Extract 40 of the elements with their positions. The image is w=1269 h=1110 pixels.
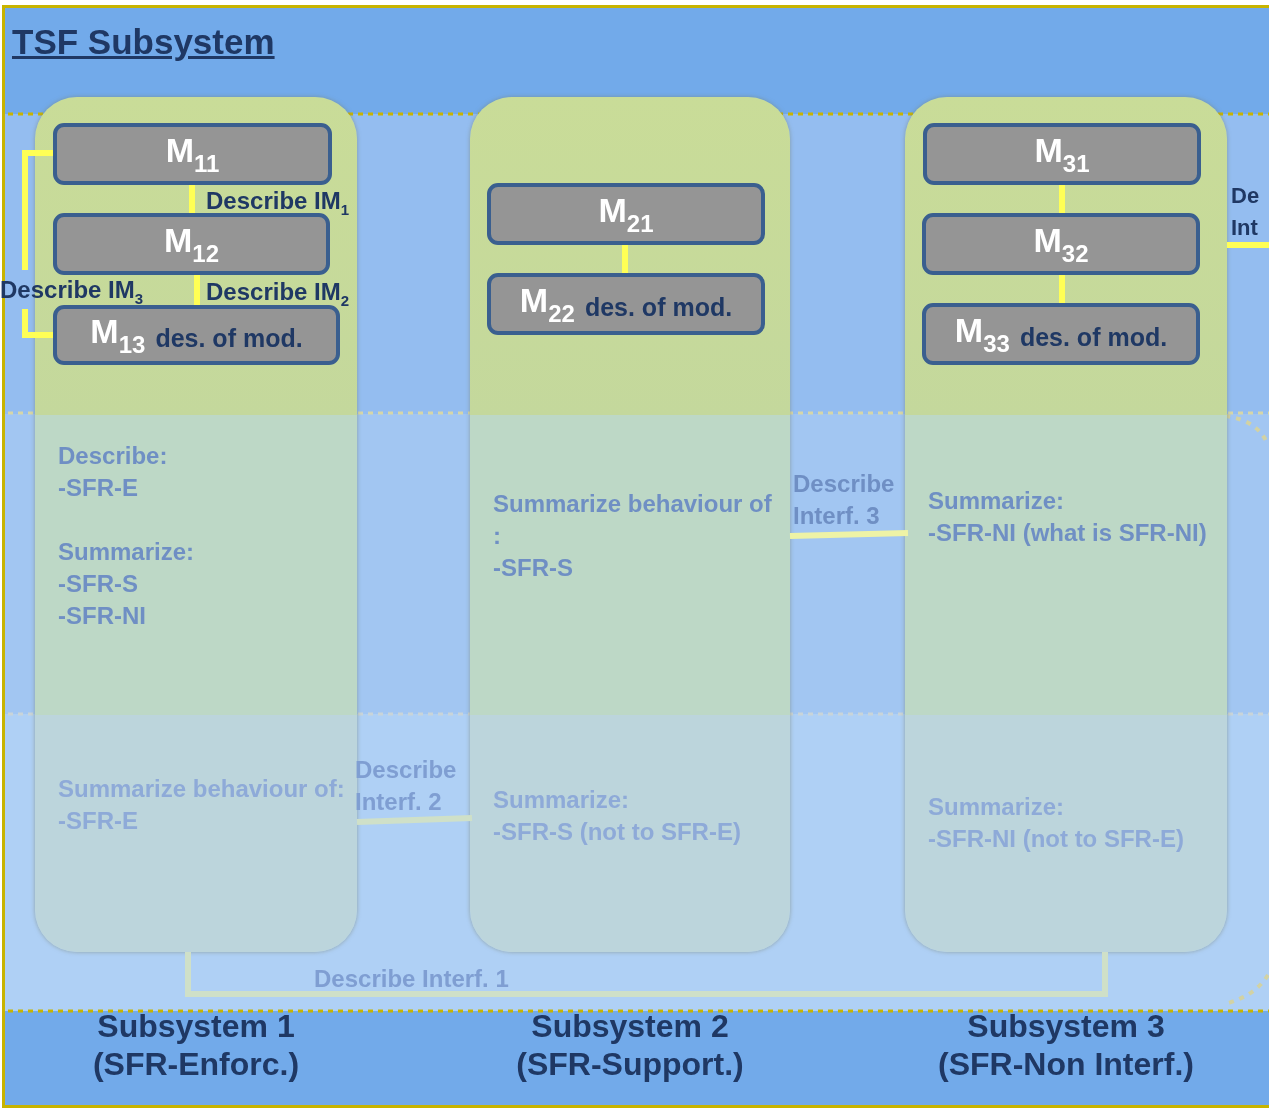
column-text: Describe: -SFR-E xyxy=(58,441,169,503)
connector-line xyxy=(185,952,1108,997)
connector-line xyxy=(189,185,195,213)
module-label: M$_{33}$ xyxy=(954,312,1010,356)
module-label: M$_{31}$ xyxy=(1034,132,1090,176)
module-box xyxy=(922,303,1200,365)
connector-line xyxy=(1227,242,1269,248)
connector-line xyxy=(1059,185,1065,213)
module-label: M$_{32}$ xyxy=(1033,222,1089,266)
module-label: M$_{21}$ xyxy=(598,192,654,236)
connector-line xyxy=(22,150,56,338)
column-text: Summarize: -SFR-S -SFR-NI xyxy=(58,537,196,631)
module-label: M$_{22}$ xyxy=(519,282,575,326)
connector-line xyxy=(622,245,628,273)
module-note: des. of mod. xyxy=(1019,321,1168,352)
module-box xyxy=(487,273,765,335)
connector-line xyxy=(1059,275,1065,303)
connector-line xyxy=(356,815,473,825)
diagram-title: TSF Subsystem xyxy=(12,22,275,62)
module-box xyxy=(922,213,1200,275)
module-note: des. of mod. xyxy=(584,291,733,322)
module-box xyxy=(923,123,1201,185)
module-label: M$_{13}$ xyxy=(90,313,146,357)
subsystem-heading: Subsystem 1 (SFR-Enforc.) xyxy=(91,1007,301,1083)
subsystem-heading: Subsystem 3 (SFR-Non Interf.) xyxy=(937,1007,1195,1083)
connector-line xyxy=(194,275,200,305)
module-note: des. of mod. xyxy=(155,322,303,353)
column-text: Summarize: -SFR-NI (what is SFR-NI) xyxy=(928,486,1208,548)
module-label: M$_{12}$ xyxy=(164,222,219,266)
module-box xyxy=(53,213,330,275)
subsystem-heading: Subsystem 2 (SFR-Support.) xyxy=(515,1007,745,1083)
edge-label: Describe IM$_{2}$ xyxy=(206,277,351,311)
column-text: Summarize behaviour of : -SFR-S xyxy=(493,489,773,583)
edge-label: De Int xyxy=(1231,182,1261,242)
connector-line xyxy=(789,530,909,539)
module-box xyxy=(53,123,332,185)
module-label: M$_{11}$ xyxy=(165,132,220,176)
module-box xyxy=(487,183,765,245)
edge-label: Describe IM$_{1}$ xyxy=(206,186,351,220)
module-box xyxy=(53,305,340,365)
